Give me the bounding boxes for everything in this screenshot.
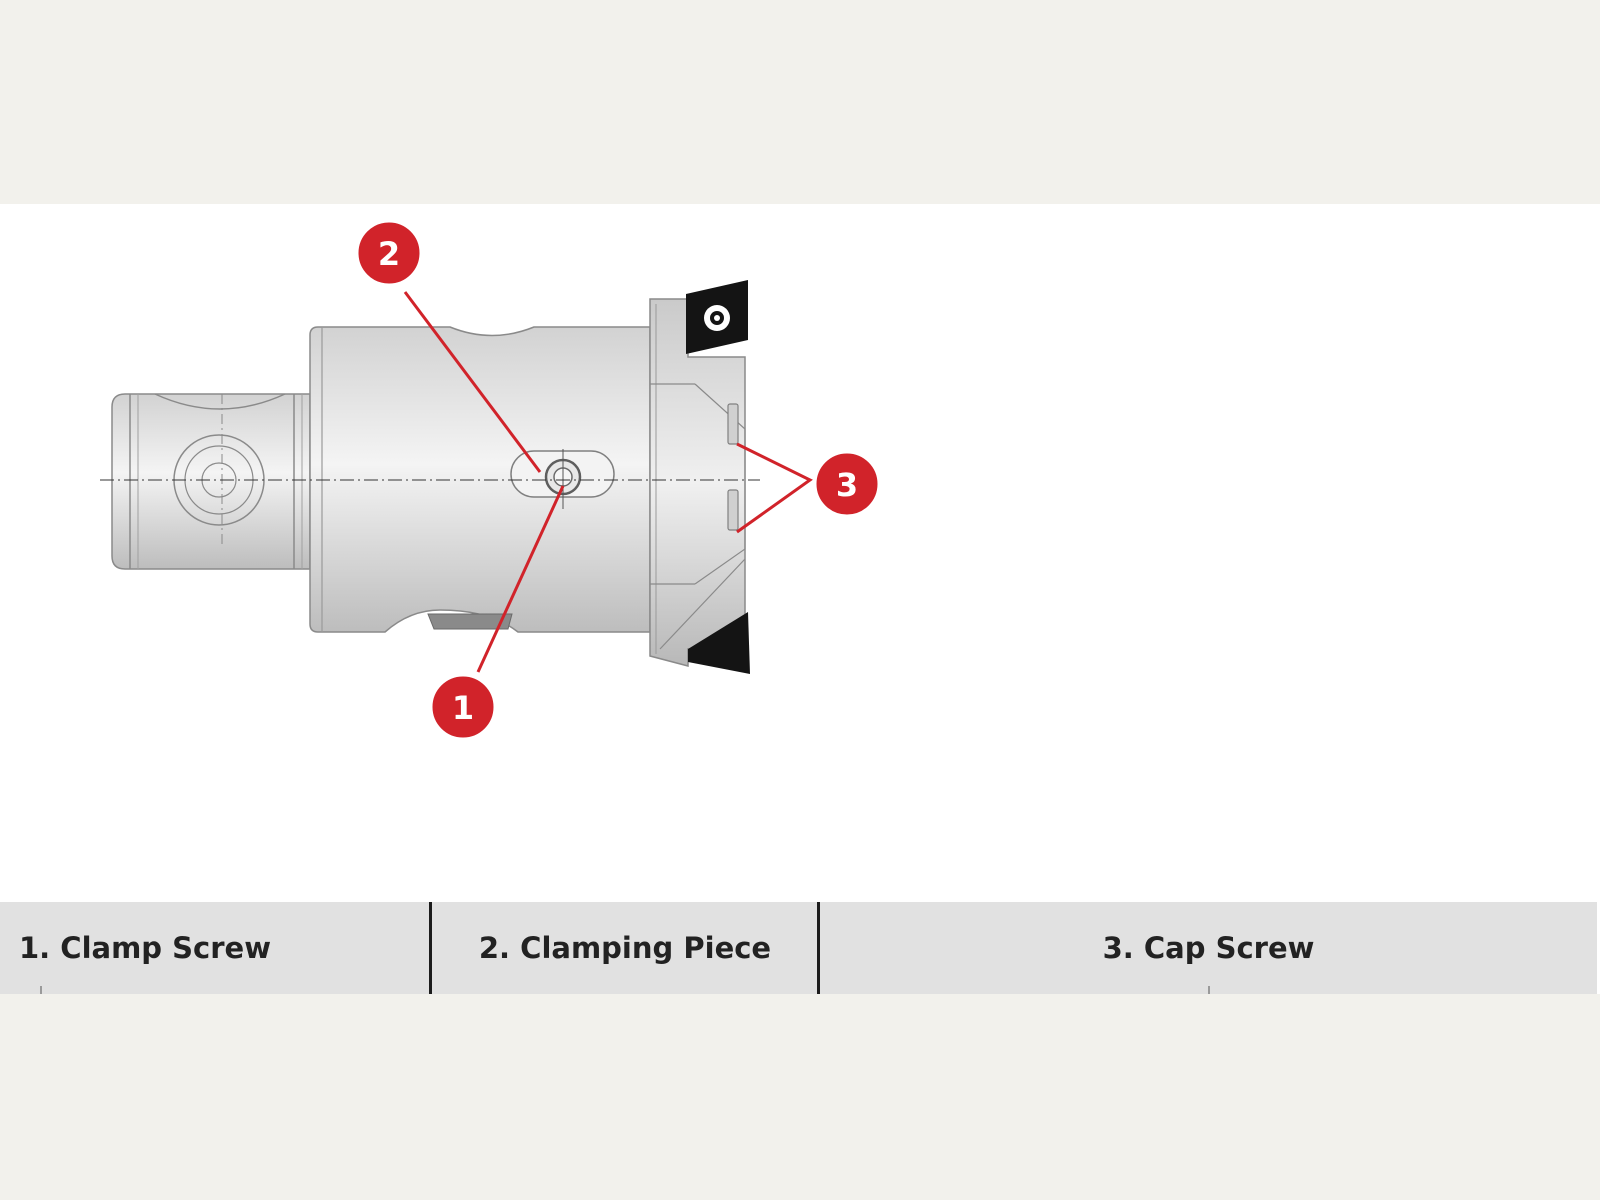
legend-divider: [429, 902, 432, 994]
callout-2: 2: [355, 219, 423, 287]
legend-tick: [1208, 986, 1210, 994]
legend-item-clamping-piece: 2. Clamping Piece: [478, 931, 772, 965]
callout-3-number: 3: [836, 466, 858, 504]
callout-3: 3: [813, 450, 881, 518]
boring-head-diagram: 2 1 3: [100, 219, 881, 741]
legend-item-clamp-screw: 1. Clamp Screw: [19, 931, 271, 965]
parts-legend: 1. Clamp Screw 2. Clamping Piece 3. Cap …: [0, 902, 1597, 994]
legend-item-cap-screw: 3. Cap Screw: [1102, 931, 1315, 965]
legend-tick: [40, 986, 42, 994]
callout-1-number: 1: [452, 689, 474, 727]
callout-2-number: 2: [378, 235, 400, 273]
leader-lines: [403, 291, 813, 673]
diagram-panel: 2 1 3: [0, 204, 1600, 994]
tool-head: [649, 280, 750, 674]
tool-body: [309, 326, 651, 633]
legend-divider: [817, 902, 820, 994]
tool-shank: [111, 393, 311, 570]
callout-1: 1: [429, 673, 497, 741]
